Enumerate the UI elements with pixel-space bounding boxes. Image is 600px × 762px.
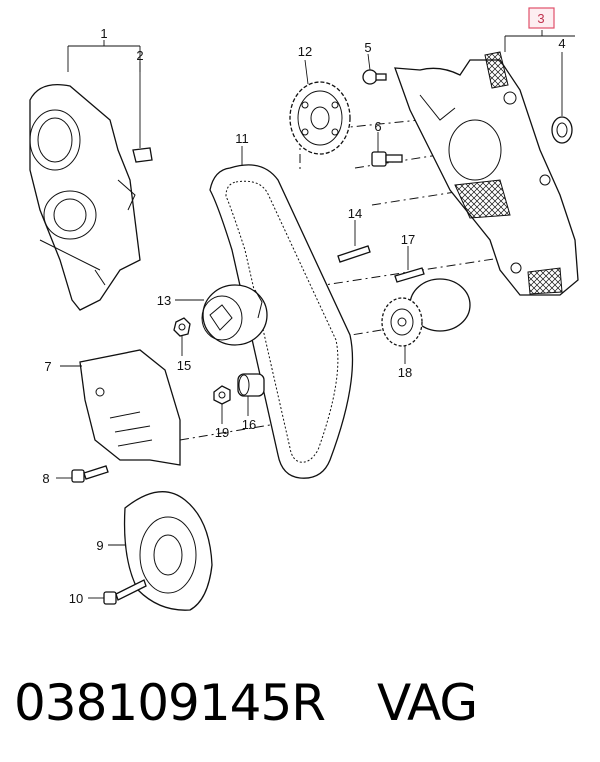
- callout-8: 8: [42, 471, 49, 486]
- clip: [132, 147, 153, 163]
- callout-15: 15: [177, 358, 191, 373]
- upper-timing-belt-cover: [29, 83, 141, 311]
- callout-1: 1: [100, 26, 107, 41]
- seal-ring: [551, 116, 573, 144]
- callout-10: 10: [69, 591, 83, 606]
- part-number: 038109145R: [14, 674, 326, 732]
- callout-16: 16: [242, 417, 256, 432]
- toothed-belt: [209, 164, 354, 479]
- tensioner-pulley: [201, 284, 268, 346]
- stud-17: [394, 267, 425, 283]
- rear-timing-belt-cover: [394, 51, 579, 296]
- callout-5: 5: [364, 40, 371, 55]
- callout-7: 7: [44, 359, 51, 374]
- callout-19: 19: [215, 425, 229, 440]
- bolt-8: [71, 465, 109, 483]
- callout-11: 11: [235, 131, 249, 146]
- lower-cover: [123, 491, 213, 611]
- callout-18: 18: [398, 365, 412, 380]
- callout-9: 9: [96, 538, 103, 553]
- callout-17: 17: [401, 232, 415, 247]
- callout-6: 6: [374, 119, 381, 134]
- callout-labels: 1 2 3 4 5 6 7 8 9 10 11 12 13 14 15 16 1…: [42, 7, 566, 606]
- callout-12: 12: [298, 44, 312, 59]
- callout-14: 14: [348, 206, 362, 221]
- camshaft-sprocket: [289, 81, 351, 155]
- sleeve-16: [237, 373, 265, 397]
- water-pump: [381, 278, 471, 347]
- callout-13: 13: [157, 293, 171, 308]
- leader-lines: [56, 30, 575, 599]
- callout-4: 4: [558, 36, 565, 51]
- middle-cover: [79, 349, 181, 466]
- part-caption: 038109145R VAG: [14, 668, 586, 738]
- callout-3-highlight-box: [528, 7, 555, 29]
- callout-2: 2: [136, 48, 143, 63]
- nut-19: [213, 385, 231, 405]
- nut-15: [173, 317, 191, 337]
- brand-name: VAG: [377, 674, 478, 732]
- bolt-6: [371, 151, 403, 167]
- stud-14: [337, 245, 371, 263]
- bolt-5: [362, 69, 387, 85]
- exploded-parts-diagram: 1 2 3 4 5 6 7 8 9 10 11 12 13 14 15 16 1…: [29, 7, 579, 611]
- callout-3: 3: [537, 11, 544, 26]
